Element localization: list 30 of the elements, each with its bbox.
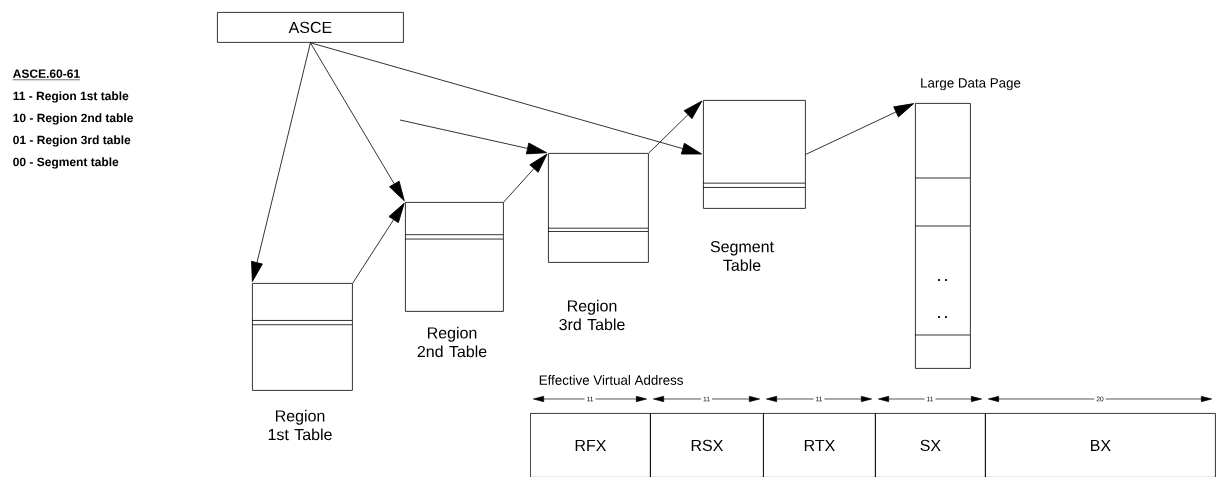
key-entry: 01 - Region 3rd table [13, 135, 131, 147]
key-entry: 10 - Region 2nd table [13, 113, 133, 125]
arrow [805, 103, 915, 155]
node-label: Region 2nd Table [417, 326, 487, 358]
arrow [352, 202, 405, 284]
key-entry: 00 - Segment table [13, 157, 119, 169]
table-box: Region 1st Table [251, 283, 353, 441]
table-box: Segment Table [702, 100, 806, 271]
address-field: RTX [763, 413, 876, 477]
table-box: Region 3rd Table [547, 153, 649, 331]
key-heading: ASCE.60-61 [12, 69, 81, 81]
address-field: BX [985, 413, 1216, 477]
key-entry: 11 - Region 1st table [13, 91, 129, 103]
arrow [310, 42, 702, 155]
arrow [399, 119, 547, 155]
table-box: Region 2nd Table [404, 202, 504, 358]
node-label: Region 3rd Table [559, 299, 625, 331]
arrow [310, 42, 405, 202]
register-box: ASCE [217, 12, 404, 43]
data-page-box: Large Data Page [914, 78, 1021, 369]
arrow [251, 42, 311, 282]
address-field: RFX [530, 413, 651, 477]
node-label: Region 1st Table [268, 409, 332, 441]
node-label: Large Data Page [921, 78, 1021, 91]
arrow [503, 153, 548, 203]
address-field: RSX [650, 413, 764, 477]
address-field: SX [875, 413, 986, 477]
arrow [648, 100, 703, 154]
node-label: Segment Table [710, 241, 774, 271]
caption: Effective Virtual Address [539, 375, 683, 385]
